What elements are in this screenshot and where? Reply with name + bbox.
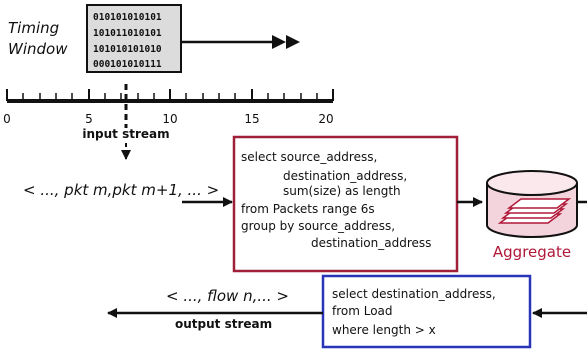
timing-window-bits-row: 000101010111 [93,59,162,70]
timing-window-box: 010101010101 101011010101 101010101010 0… [86,4,182,73]
output-stream-sequence: < ..., flow n,... > [166,287,289,305]
aggregate-store-icon [486,170,578,238]
query-line: from Load [332,304,393,318]
timing-window-bits-row: 101010101010 [93,44,162,55]
timing-window-bits-row: 010101010101 [93,12,162,23]
output-stream-caption: output stream [175,317,272,331]
timing-window-label-line1: Timing [8,19,59,37]
query-line: from Packets range 6s [241,202,375,216]
stacked-records-icon [497,198,572,224]
query-line: group by source_address, [241,219,395,233]
load-query-box: select destination_address, from Load wh… [321,274,532,349]
query-line: select source_address, [241,150,377,164]
timing-window-bits-row: 101011010101 [93,28,162,39]
aggregate-query-box: select source_address, destination_addre… [232,135,459,273]
ruler-tick-label: 15 [244,112,259,126]
ruler-tick-label: 5 [85,112,93,126]
query-line: where length > x [332,323,436,337]
aggregate-store-label: Aggregate [493,243,571,261]
query-line: destination_address [311,236,431,250]
query-line: sum(size) as length [283,184,401,198]
ruler-tick-label: 0 [3,112,11,126]
query-line: destination_address, [283,169,407,183]
ruler-tick-label: 20 [318,112,333,126]
input-stream-sequence: < ..., pkt m,pkt m+1, ... > [23,181,219,199]
time-ruler: 0 5 10 15 20 [3,89,334,126]
timing-window-arrow [182,35,300,49]
ruler-minor-ticks [6,89,334,101]
ruler-tick-label: 10 [162,112,177,126]
query-line: select destination_address, [332,287,496,301]
timing-window-label-line2: Window [8,40,68,58]
input-stream-caption: input stream [82,127,169,141]
